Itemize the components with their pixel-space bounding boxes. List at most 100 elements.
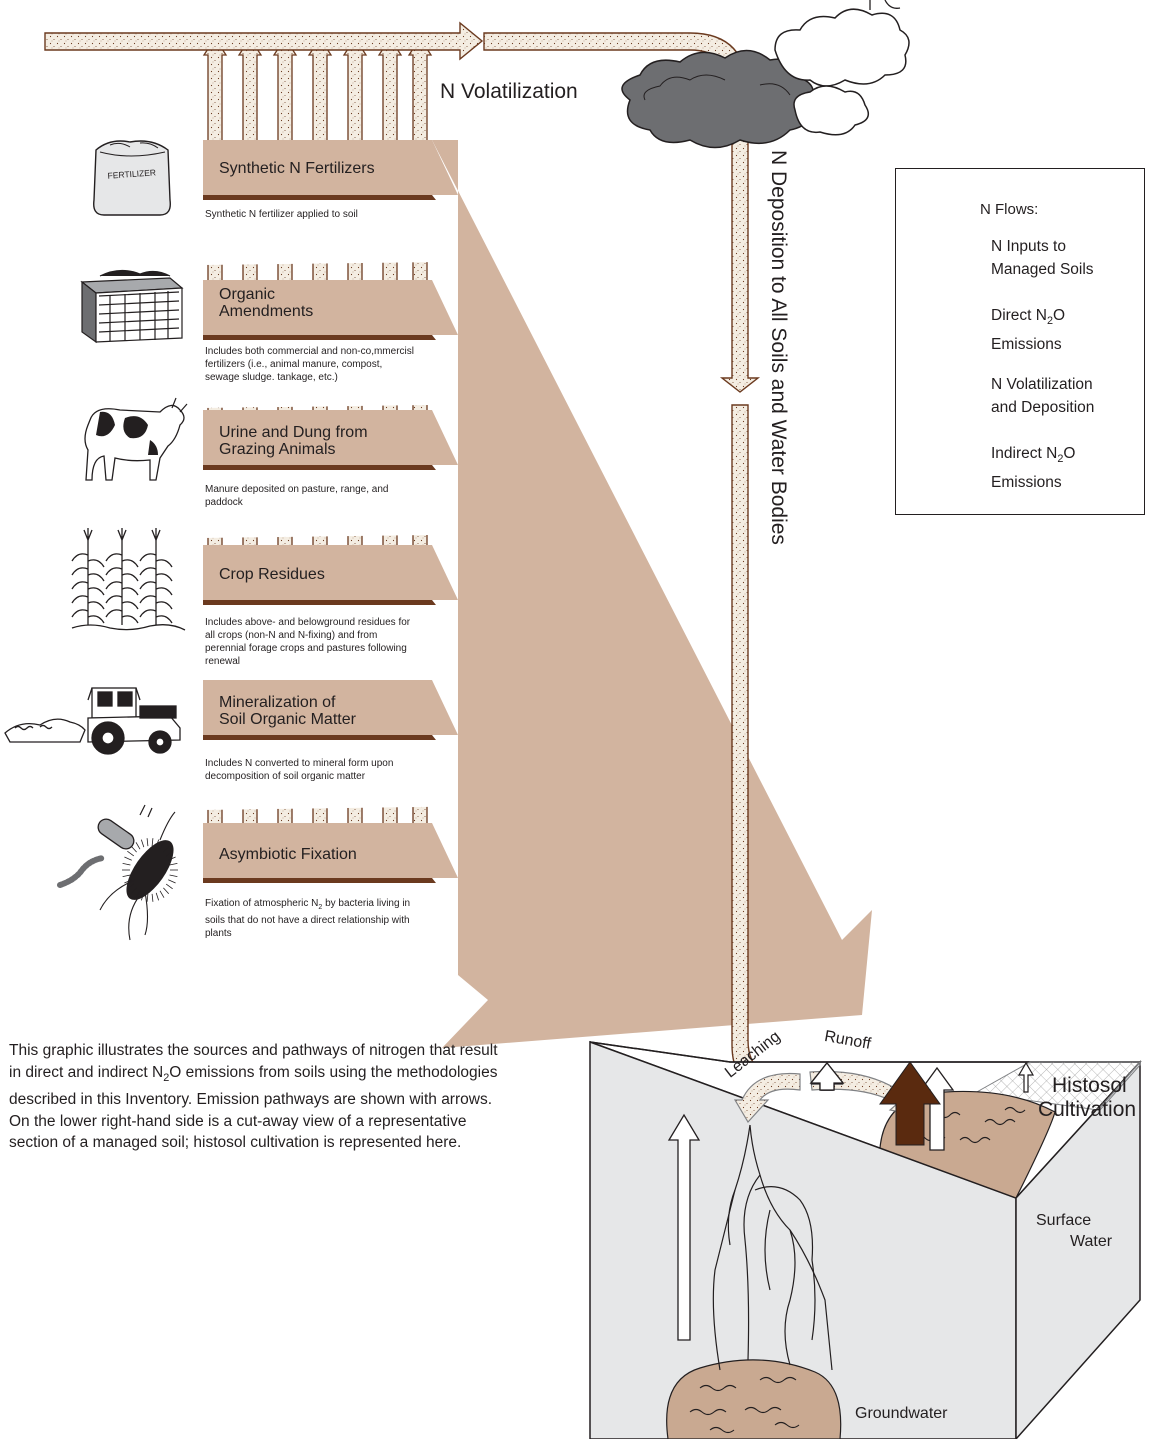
corn-leaf: [155, 601, 173, 610]
bacteria-cilium: [140, 892, 145, 901]
bacteria-cilium: [169, 862, 178, 866]
corn-leaf: [105, 581, 123, 590]
corn-leaf: [87, 615, 105, 624]
groundwater-mound: [666, 1359, 842, 1439]
source-band-shadow: [203, 335, 436, 340]
tractor-icon: [4, 687, 181, 755]
compost-bin-icon: [80, 269, 184, 344]
legend: N Flows: N Inputs to Managed Soils Direc…: [895, 168, 1145, 515]
legend-label-indirect-text: Indirect N2O Emissions: [991, 445, 1076, 492]
corn-leaf: [71, 595, 89, 604]
leaching-arrow: [733, 1072, 801, 1124]
bacteria-cilium: [135, 842, 141, 850]
corn-leaf: [105, 595, 123, 604]
histosol-hatch-side: [1096, 1060, 1141, 1111]
source-band-shadow: [203, 735, 436, 740]
bacteria-cilium: [165, 850, 173, 857]
legend-label-direct-text: Direct N2O Emissions: [991, 307, 1066, 354]
corn-leaf: [121, 601, 139, 610]
bacteria-cilium: [151, 893, 154, 902]
bacteria-cilium: [130, 887, 137, 895]
source-band: [203, 280, 458, 335]
bacteria-cilium: [159, 842, 165, 850]
indirect-arrow-groundwater: [667, 1113, 701, 1341]
corn-leaf: [121, 615, 139, 624]
bacteria-cilium: [163, 887, 170, 895]
volatilization-horizontal-arrow: [44, 21, 484, 61]
corn-leaf: [105, 553, 123, 562]
bacteria-cilium: [151, 838, 154, 847]
fertilizer-bag-label: FERTILIZER: [107, 167, 156, 180]
source-description: Includes above- and belowground residues…: [205, 617, 411, 667]
corn-leaf: [155, 573, 173, 582]
corn-leaf: [155, 615, 173, 624]
bacteria-icon: [57, 804, 178, 941]
corn-leaf: [105, 609, 123, 618]
corn-leaf: [87, 559, 105, 568]
source-band-shadow: [203, 878, 436, 883]
source-title: Organic Amendments: [219, 286, 314, 320]
bacteria-cilium: [155, 892, 160, 901]
corn-leaf: [121, 587, 139, 596]
corn-tassel: [117, 528, 127, 541]
legend-title: N Flows:: [980, 201, 1039, 218]
corn-leaf: [121, 559, 139, 568]
corn-leaf: [87, 601, 105, 610]
source-band: [203, 823, 458, 878]
source-desc-panel: [203, 340, 458, 408]
cow-icon: [84, 397, 188, 481]
bacteria-cilium: [169, 874, 178, 878]
corn-leaf: [71, 581, 89, 590]
source-description: Includes both commercial and non-co,mmer…: [205, 346, 414, 383]
corn-leaf: [121, 573, 139, 582]
source-title: Synthetic N Fertilizers: [219, 160, 375, 177]
bacteria-cilium: [122, 874, 131, 878]
bacteria-cilium: [159, 890, 165, 898]
bacteria-cilium: [127, 883, 135, 890]
clouds-icon: [621, 0, 910, 149]
source-band-shadow: [203, 600, 436, 605]
bacteria-cilium: [122, 862, 131, 866]
n-inputs-big-arrow: [432, 140, 872, 1048]
corn-leaf: [139, 609, 157, 618]
bacteria-cilium: [124, 856, 132, 861]
source-desc-panel: [203, 740, 458, 810]
bacteria-cilium: [135, 890, 141, 898]
bacteria-cilium: [163, 845, 170, 853]
deposition-label: N Deposition to All Soils and Water Bodi…: [767, 150, 790, 545]
groundwater-label: Groundwater: [855, 1405, 948, 1422]
corn-leaf: [155, 587, 173, 596]
bacteria-cilium: [155, 839, 160, 848]
bacteria-cilium: [127, 850, 135, 857]
bacteria-cilium: [168, 879, 176, 884]
source-description: Includes N converted to mineral form upo…: [205, 758, 394, 782]
corn-leaf: [71, 553, 89, 562]
source-desc-panel: [203, 883, 458, 948]
legend-label-direct: Direct N2O Emissions: [991, 304, 1065, 356]
bacteria-cilium: [130, 845, 137, 853]
source-title: Asymbiotic Fixation: [219, 846, 357, 863]
source-band-shadow: [203, 465, 436, 470]
corn-leaf: [71, 609, 89, 618]
source-title: Urine and Dung from Grazing Animals: [219, 424, 368, 458]
indirect-tall-left-arrow: [809, 1061, 845, 1091]
source-title: Crop Residues: [219, 566, 325, 583]
corn-leaf: [71, 567, 89, 576]
source-bands: [203, 140, 458, 948]
histosol-emission-arrow: [1017, 1061, 1035, 1093]
source-description: Manure deposited on pasture, range, and …: [205, 484, 389, 508]
corn-leaf: [139, 581, 157, 590]
surface-water-label-line1: Surface: [1036, 1212, 1092, 1229]
corn-leaf: [139, 595, 157, 604]
caption: This graphic illustrates the sources and…: [9, 1042, 498, 1152]
legend-label-n-inputs: N Inputs to Managed Soils: [991, 238, 1094, 278]
surface-water-label-line2: Water: [1070, 1233, 1113, 1250]
bacteria-cilium: [168, 856, 176, 861]
corn-leaf: [139, 553, 157, 562]
corn-tassel: [151, 528, 161, 541]
direct-n2o-arrow: [879, 1061, 941, 1146]
fertilizer-bag-icon: FERTILIZER: [93, 140, 171, 216]
source-title: Mineralization of Soil Organic Matter: [219, 694, 356, 728]
